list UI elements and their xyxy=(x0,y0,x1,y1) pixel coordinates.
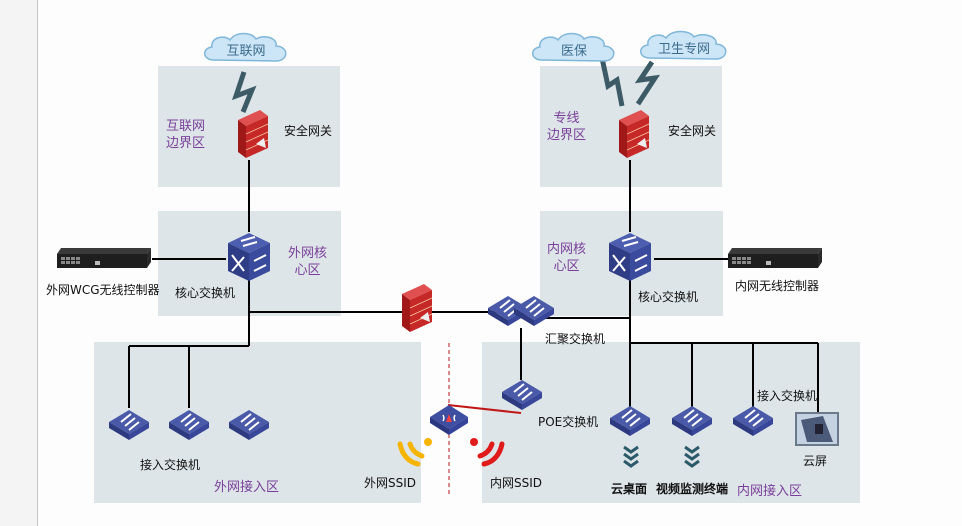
left-margin-bar xyxy=(0,0,38,526)
access-point-icon xyxy=(430,405,468,435)
label-right-gateway: 安全网关 xyxy=(668,124,717,138)
core-switch-left xyxy=(224,231,274,283)
core-switch-icon xyxy=(228,233,270,281)
switch-icon xyxy=(502,380,542,410)
cloud-internet-label: 互联网 xyxy=(226,44,266,59)
cloud-medical-label: 医保 xyxy=(560,44,587,59)
label-aggregation-switch: 汇聚交换机 xyxy=(545,332,606,346)
chevron-down-icon xyxy=(623,445,639,468)
internal-wireless-controller xyxy=(726,246,824,270)
label-right-access-switch: 接入交换机 xyxy=(757,389,818,403)
label-internal-ssid: 内网SSID xyxy=(490,476,543,490)
cloud-icon xyxy=(532,32,615,62)
cloud-health-network: 卫生专网 xyxy=(636,28,732,66)
label-poe-switch: POE交换机 xyxy=(538,415,599,429)
switch-icon xyxy=(229,410,269,440)
switch-icon xyxy=(672,406,712,436)
zone-label-internal-core: 内网核 心区 xyxy=(547,242,587,274)
firewall-icon xyxy=(402,284,433,332)
link-poe-ap xyxy=(447,404,522,414)
chevrons-video-monitor xyxy=(683,445,701,469)
right-access-switch-3 xyxy=(731,402,775,438)
firewall-right xyxy=(613,108,653,160)
aggregation-switch-b xyxy=(512,292,556,328)
switch-icon xyxy=(169,410,209,440)
label-cloud-screen: 云屏 xyxy=(803,454,828,468)
label-right-core-switch: 核心交换机 xyxy=(638,290,699,304)
switch-icon xyxy=(109,410,149,440)
chevrons-cloud-desktop xyxy=(622,445,640,469)
zone-label-external-core: 外网核 心区 xyxy=(288,246,328,278)
firewall-icon xyxy=(619,110,650,158)
internal-ssid-signal xyxy=(466,434,506,472)
zone-label-dedicated-border: 专线 边界区 xyxy=(547,111,587,143)
cloud-screen-device xyxy=(795,412,839,446)
switch-icon xyxy=(733,406,773,436)
left-access-switch-1 xyxy=(107,406,151,442)
label-external-wireless-controller: 外网WCG无线控制器 xyxy=(46,283,160,297)
screen-icon xyxy=(795,412,839,446)
poe-switch xyxy=(500,376,544,412)
external-ssid-signal xyxy=(396,434,436,472)
label-left-gateway: 安全网关 xyxy=(284,124,333,138)
firewall-icon xyxy=(238,110,269,158)
zone-label-internal-access: 内网接入区 xyxy=(737,484,803,499)
cloud-icon xyxy=(204,32,287,62)
chevron-down-icon xyxy=(684,445,700,468)
firewall-left xyxy=(232,108,272,160)
switch-icon xyxy=(514,296,554,326)
label-left-core-switch: 核心交换机 xyxy=(175,286,236,300)
switch-icon xyxy=(610,406,650,436)
cloud-medical-insurance: 医保 xyxy=(528,30,620,68)
label-external-ssid: 外网SSID xyxy=(364,476,417,490)
label-cloud-desktop: 云桌面 xyxy=(611,482,648,496)
label-left-access-switches: 接入交换机 xyxy=(140,458,201,472)
wifi-signal-icon xyxy=(470,438,505,467)
core-switch-icon xyxy=(609,233,651,281)
wifi-signal-icon xyxy=(397,438,432,467)
core-switch-right xyxy=(605,231,655,283)
firewall-middle xyxy=(396,282,436,334)
cloud-health-label: 卫生专网 xyxy=(657,42,710,57)
zone-label-internet-border: 互联网 边界区 xyxy=(166,119,206,151)
rack-controller-icon xyxy=(728,248,822,268)
right-access-switch-1 xyxy=(608,402,652,438)
left-access-switch-3 xyxy=(227,406,271,442)
right-access-switch-2 xyxy=(670,402,714,438)
link-medical-lightning xyxy=(599,57,625,107)
cloud-icon xyxy=(640,30,727,60)
external-wireless-controller xyxy=(55,246,153,270)
link-health-lightning xyxy=(634,60,661,106)
label-internal-wireless-controller: 内网无线控制器 xyxy=(735,279,820,293)
zone-label-external-access: 外网接入区 xyxy=(214,480,280,495)
rack-controller-icon xyxy=(57,248,151,268)
left-access-switch-2 xyxy=(167,406,211,442)
label-video-monitor-terminal: 视频监测终端 xyxy=(656,482,729,496)
link-internet-lightning xyxy=(231,71,257,113)
wireless-access-point xyxy=(428,403,470,437)
cloud-internet: 互联网 xyxy=(200,30,292,68)
